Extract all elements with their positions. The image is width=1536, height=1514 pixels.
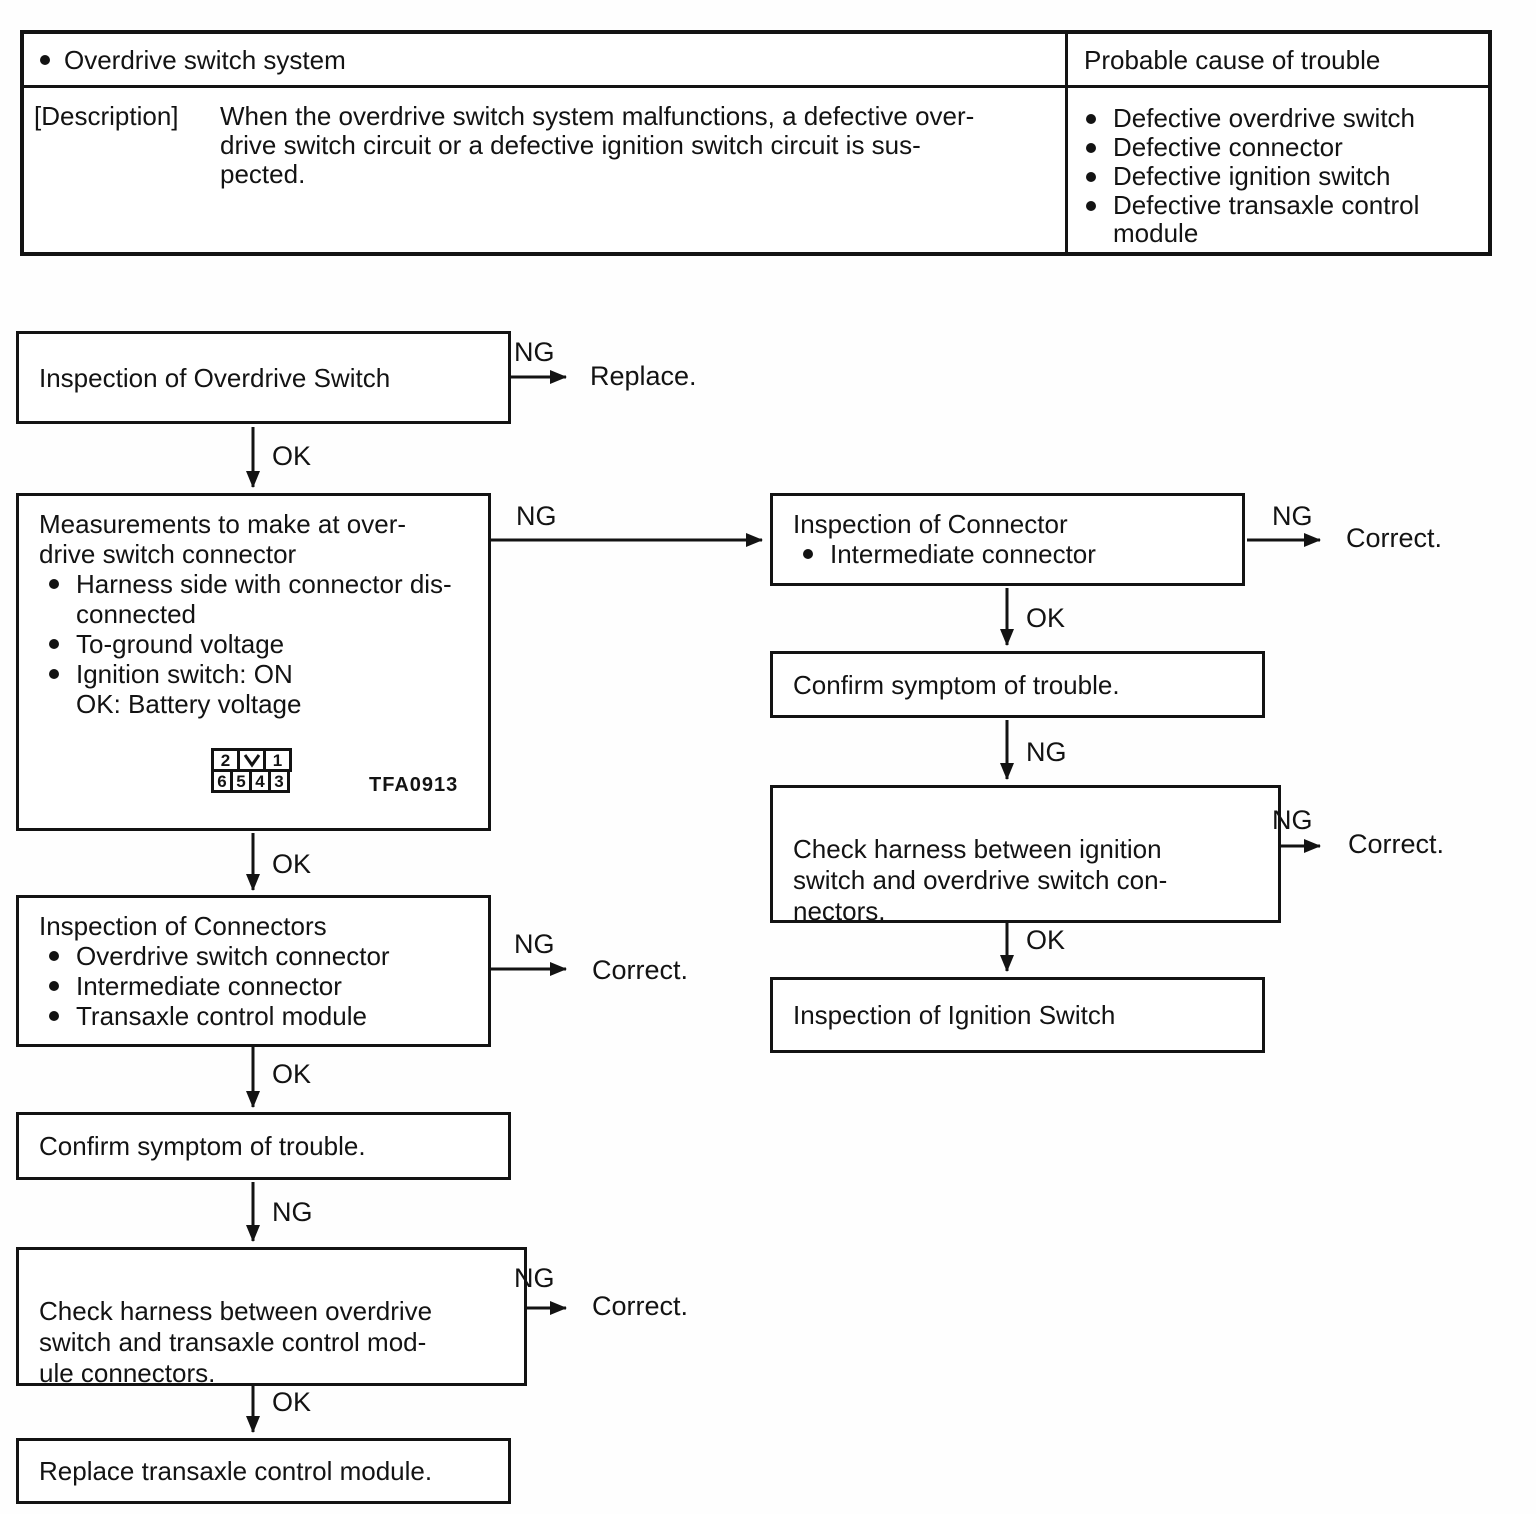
flow-box-inspection-of-connector-right: Inspection of Connector Intermediate con… (770, 493, 1245, 586)
ng-label: NG (514, 1263, 555, 1293)
connector-pin-diagram: 2 1 6 5 4 3 (211, 748, 292, 793)
box-title: Inspection of Connectors (39, 911, 327, 941)
measurement-text: To-ground voltage (76, 629, 285, 659)
ng-label: NG (514, 337, 555, 367)
symptom-header-cell: Overdrive switch system (24, 34, 1068, 88)
measurement-item: Ignition switch: ON OK: Battery voltage (19, 659, 488, 719)
box-title: Measurements to make at over- drive swit… (39, 509, 407, 569)
correct-outcome: Correct. (592, 1291, 689, 1321)
connector-item: Intermediate connector (773, 539, 1242, 569)
box-text: Confirm symptom of trouble. (793, 669, 1120, 700)
cause-item: Defective overdrive switch (1068, 104, 1480, 132)
ok-label: OK (272, 1059, 312, 1089)
bullet-dot (49, 981, 59, 991)
pin-cell: 1 (263, 748, 292, 772)
cause-text: Defective overdrive switch (1113, 103, 1415, 133)
ok-label: OK (272, 849, 312, 879)
connector-text: Overdrive switch connector (76, 941, 390, 971)
ok-label: OK (272, 441, 312, 471)
bullet-dot (49, 951, 59, 961)
box-text: Check harness between overdrive switch a… (39, 1296, 433, 1388)
flow-box-confirm-symptom-right: Confirm symptom of trouble. (770, 651, 1265, 718)
connector-item: Transaxle control module (19, 1001, 488, 1031)
bullet-dot (49, 639, 59, 649)
bullet-dot (49, 579, 59, 589)
replace-outcome: Replace. (590, 361, 697, 391)
ng-label: NG (1272, 501, 1313, 531)
cause-header-cell: Probable cause of trouble (1068, 34, 1488, 88)
cause-list-cell: Defective overdrive switch Defective con… (1068, 88, 1488, 252)
ng-label: NG (516, 501, 557, 531)
connector-item: Intermediate connector (19, 971, 488, 1001)
cause-item: Defective connector (1068, 133, 1480, 161)
description-cell: [Description] When the overdrive switch … (24, 88, 1068, 252)
description-label: [Description] (34, 101, 179, 131)
symptom-table: Overdrive switch system Probable cause o… (20, 30, 1492, 256)
cause-text: Defective ignition switch (1113, 161, 1391, 191)
box-text: Confirm symptom of trouble. (39, 1131, 366, 1161)
bullet-dot (40, 54, 50, 65)
box-text: Inspection of Overdrive Switch (39, 362, 391, 393)
cause-item: Defective ignition switch (1068, 162, 1480, 190)
measurement-text: Harness side with connector dis- connect… (76, 569, 452, 629)
flow-box-replace-transaxle-module: Replace transaxle control module. (16, 1438, 511, 1504)
box-text: Check harness between ignition switch an… (793, 834, 1168, 926)
bullet-dot (1086, 201, 1096, 211)
bullet-dot (803, 549, 813, 559)
flow-box-inspection-of-overdrive-switch: Inspection of Overdrive Switch (16, 331, 511, 424)
flow-box-check-harness-left: Check harness between overdrive switch a… (16, 1247, 527, 1388)
flow-box-measurements-at-connector: Measurements to make at over- drive swit… (16, 493, 491, 831)
bullet-dot (49, 669, 59, 679)
flow-box-inspection-of-connectors: Inspection of Connectors Overdrive switc… (16, 895, 491, 1047)
box-text: Inspection of Ignition Switch (793, 1000, 1116, 1030)
pin-cell: 5 (230, 769, 252, 793)
bullet-dot (1086, 172, 1096, 182)
pin-cell: 3 (268, 769, 290, 793)
ng-label: NG (1026, 737, 1067, 767)
ok-label: OK (272, 1387, 312, 1417)
cause-header: Probable cause of trouble (1084, 44, 1381, 75)
correct-outcome: Correct. (1348, 829, 1445, 859)
bullet-dot (1086, 143, 1096, 153)
flow-box-confirm-symptom-left: Confirm symptom of trouble. (16, 1112, 511, 1180)
correct-outcome: Correct. (592, 955, 689, 985)
ng-label: NG (514, 929, 555, 959)
flow-box-check-harness-right: Check harness between ignition switch an… (770, 785, 1281, 926)
ng-label: NG (1272, 805, 1313, 835)
cause-text: Defective connector (1113, 132, 1343, 162)
connector-text: Transaxle control module (76, 1001, 367, 1031)
connector-item: Overdrive switch connector (19, 941, 488, 971)
correct-outcome: Correct. (1346, 523, 1443, 553)
ng-label: NG (272, 1197, 313, 1227)
connector-text: Intermediate connector (76, 971, 342, 1001)
description-text: When the overdrive switch system malfunc… (220, 101, 975, 189)
cause-text: Defective transaxle control module (1113, 190, 1420, 248)
figure-code: TFA0913 (369, 774, 459, 796)
connector-text: Intermediate connector (830, 539, 1096, 569)
box-title: Inspection of Connector (793, 509, 1068, 539)
box-text: Replace transaxle control module. (39, 1456, 433, 1486)
bullet-dot (1086, 114, 1096, 124)
ok-label: OK (1026, 925, 1066, 955)
flow-box-inspection-of-ignition-switch: Inspection of Ignition Switch (770, 977, 1265, 1053)
connector-notch-icon (237, 748, 266, 772)
ok-label: OK (1026, 603, 1066, 633)
bullet-dot (49, 1011, 59, 1021)
cause-item: Defective transaxle control module (1068, 191, 1480, 247)
measurement-item: Harness side with connector dis- connect… (19, 569, 488, 629)
symptom-title: Overdrive switch system (64, 44, 346, 75)
measurement-text: Ignition switch: ON OK: Battery voltage (76, 659, 302, 719)
measurement-item: To-ground voltage (19, 629, 488, 659)
